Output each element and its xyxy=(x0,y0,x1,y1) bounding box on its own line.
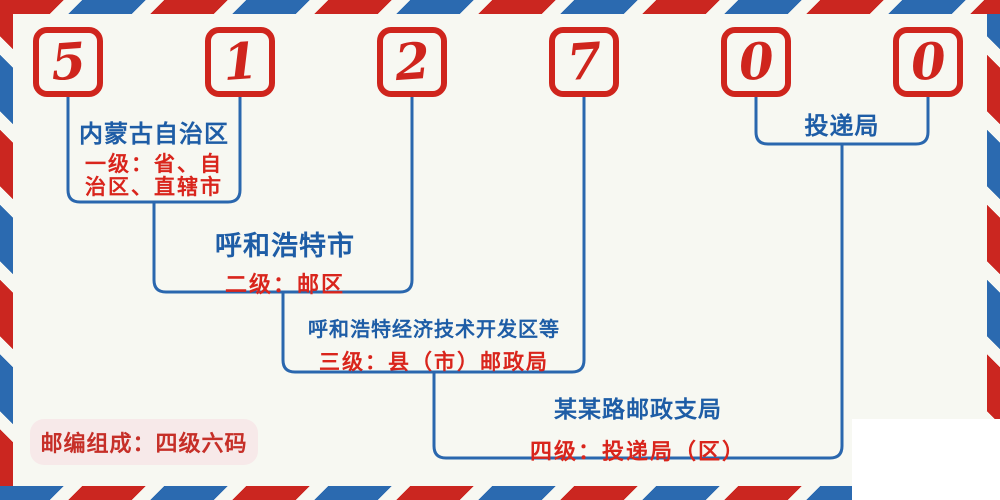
delivery-office-name: 投递局 xyxy=(804,112,880,140)
level1-description: 一级：省、自 治区、直辖市 xyxy=(85,152,223,199)
airmail-border-left xyxy=(0,14,13,486)
level4-label: 某某路邮政支局 四级：投递局（区） xyxy=(530,390,746,466)
level3-region-name: 呼和浩特经济技术开发区等 xyxy=(308,317,560,341)
level1-label: 内蒙古自治区 一级：省、自 治区、直辖市 xyxy=(79,114,229,199)
level2-description: 二级：邮区 xyxy=(224,273,345,298)
digit-3: 2 xyxy=(392,30,432,93)
digit-2: 1 xyxy=(220,30,260,93)
digit-6: 0 xyxy=(908,30,948,93)
digit-1: 5 xyxy=(48,30,88,93)
digit-box-3: 2 xyxy=(377,27,447,97)
digit-box-5: 0 xyxy=(721,27,791,97)
digit-box-1: 5 xyxy=(33,27,103,97)
digit-box-6: 0 xyxy=(893,27,963,97)
airmail-border-top xyxy=(0,0,1000,14)
level2-label: 呼和浩特市 二级：邮区 xyxy=(215,224,355,299)
bottom-right-white-patch xyxy=(852,419,1000,500)
airmail-border-right xyxy=(987,14,1000,486)
level3-label: 呼和浩特经济技术开发区等 三级：县（市）邮政局 xyxy=(308,313,560,376)
airmail-border-bottom xyxy=(0,486,1000,500)
level3-description: 三级：县（市）邮政局 xyxy=(319,350,549,374)
level4-description: 四级：投递局（区） xyxy=(529,440,747,465)
composition-badge-text: 邮编组成：四级六码 xyxy=(40,432,248,457)
level2-region-name: 呼和浩特市 xyxy=(215,231,355,262)
delivery-office-label: 投递局 xyxy=(805,106,880,141)
digit-4: 7 xyxy=(564,30,604,93)
level4-region-name: 某某路邮政支局 xyxy=(553,397,722,423)
digit-box-4: 7 xyxy=(549,27,619,97)
composition-badge: 邮编组成：四级六码 xyxy=(30,419,258,465)
digit-5: 0 xyxy=(736,30,776,93)
level4-bracket xyxy=(432,144,844,460)
digit-box-2: 1 xyxy=(205,27,275,97)
delivery-office-bracket xyxy=(754,97,930,146)
level1-region-name: 内蒙古自治区 xyxy=(79,120,229,148)
